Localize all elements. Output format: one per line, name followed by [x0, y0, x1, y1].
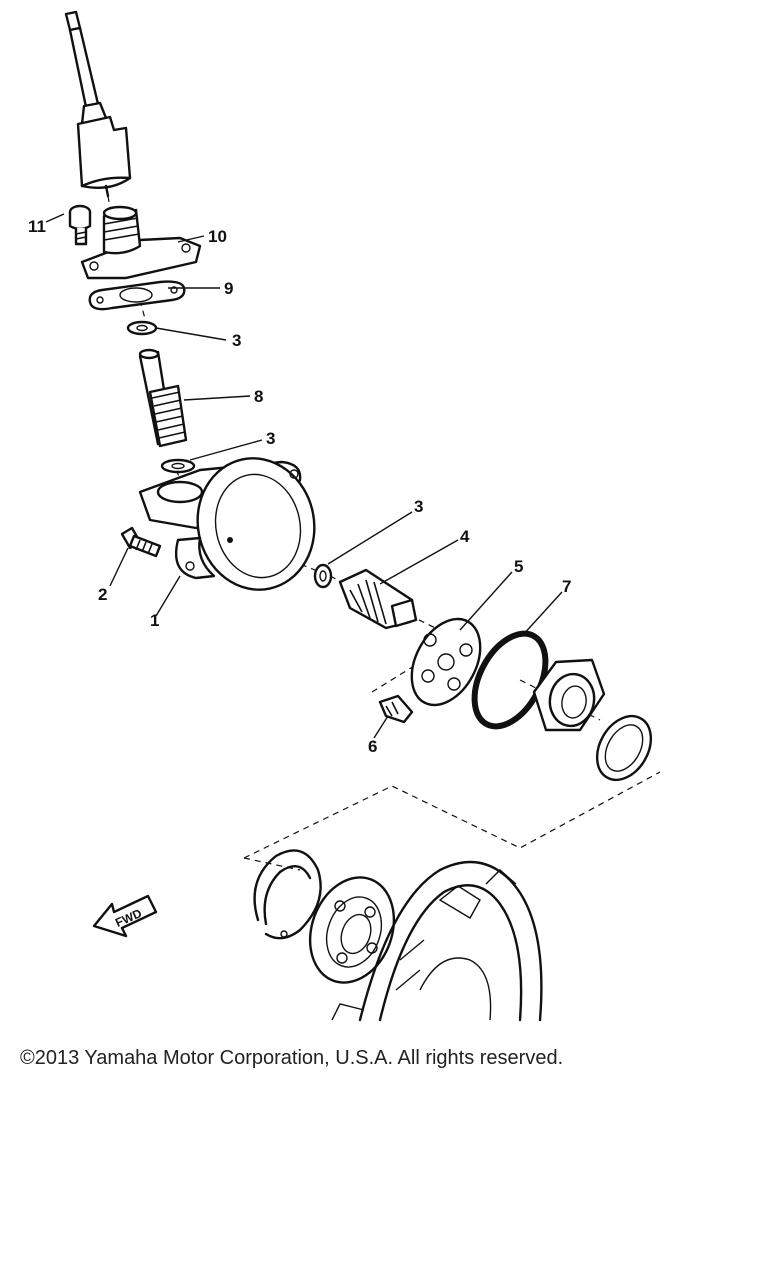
- circlip: [253, 849, 322, 940]
- part-9-gasket: [88, 280, 186, 311]
- part-number-3-lower: 3: [414, 497, 423, 516]
- bearing: [308, 876, 396, 984]
- parts-exploded-diagram: FWD 11 10 9 3 8 3 3 4 5 7 2 1 6: [28, 10, 661, 1022]
- part-number-10: 10: [208, 227, 227, 246]
- part-3-washer-middle: [160, 458, 196, 474]
- leader-lines: [45, 213, 563, 739]
- part-4-drive-gear: [338, 568, 418, 630]
- part-number-1: 1: [150, 611, 159, 630]
- part-number-11: 11: [28, 217, 46, 236]
- part-number-8: 8: [254, 387, 263, 406]
- part-3-washer-top: [126, 320, 158, 336]
- speedometer-cable: [64, 10, 132, 198]
- part-number-3-top: 3: [232, 331, 241, 350]
- part-number-5: 5: [514, 557, 523, 576]
- part-5-clutch-plate: [410, 617, 482, 707]
- part-number-2: 2: [98, 585, 107, 604]
- part-number-3-middle: 3: [266, 429, 275, 448]
- wheel-hub: [331, 860, 543, 1022]
- part-number-7: 7: [562, 577, 571, 596]
- part-8-driven-gear: [138, 348, 188, 448]
- part-2-bolt: [120, 526, 162, 558]
- locknut: [532, 658, 606, 732]
- part-11-bolt: [68, 204, 92, 246]
- part-number-6: 6: [368, 737, 377, 756]
- copyright-notice: ©2013 Yamaha Motor Corporation, U.S.A. A…: [20, 1047, 564, 1069]
- part-10-cable-fitting: [80, 205, 202, 280]
- fwd-arrow: FWD: [92, 894, 158, 938]
- thrust-washer: [595, 715, 653, 781]
- part-3-washer-lower: [313, 563, 333, 589]
- part-6-screw: [378, 694, 414, 724]
- part-number-4: 4: [460, 527, 470, 546]
- part-1-gear-housing: [138, 457, 316, 591]
- part-number-9: 9: [224, 279, 233, 298]
